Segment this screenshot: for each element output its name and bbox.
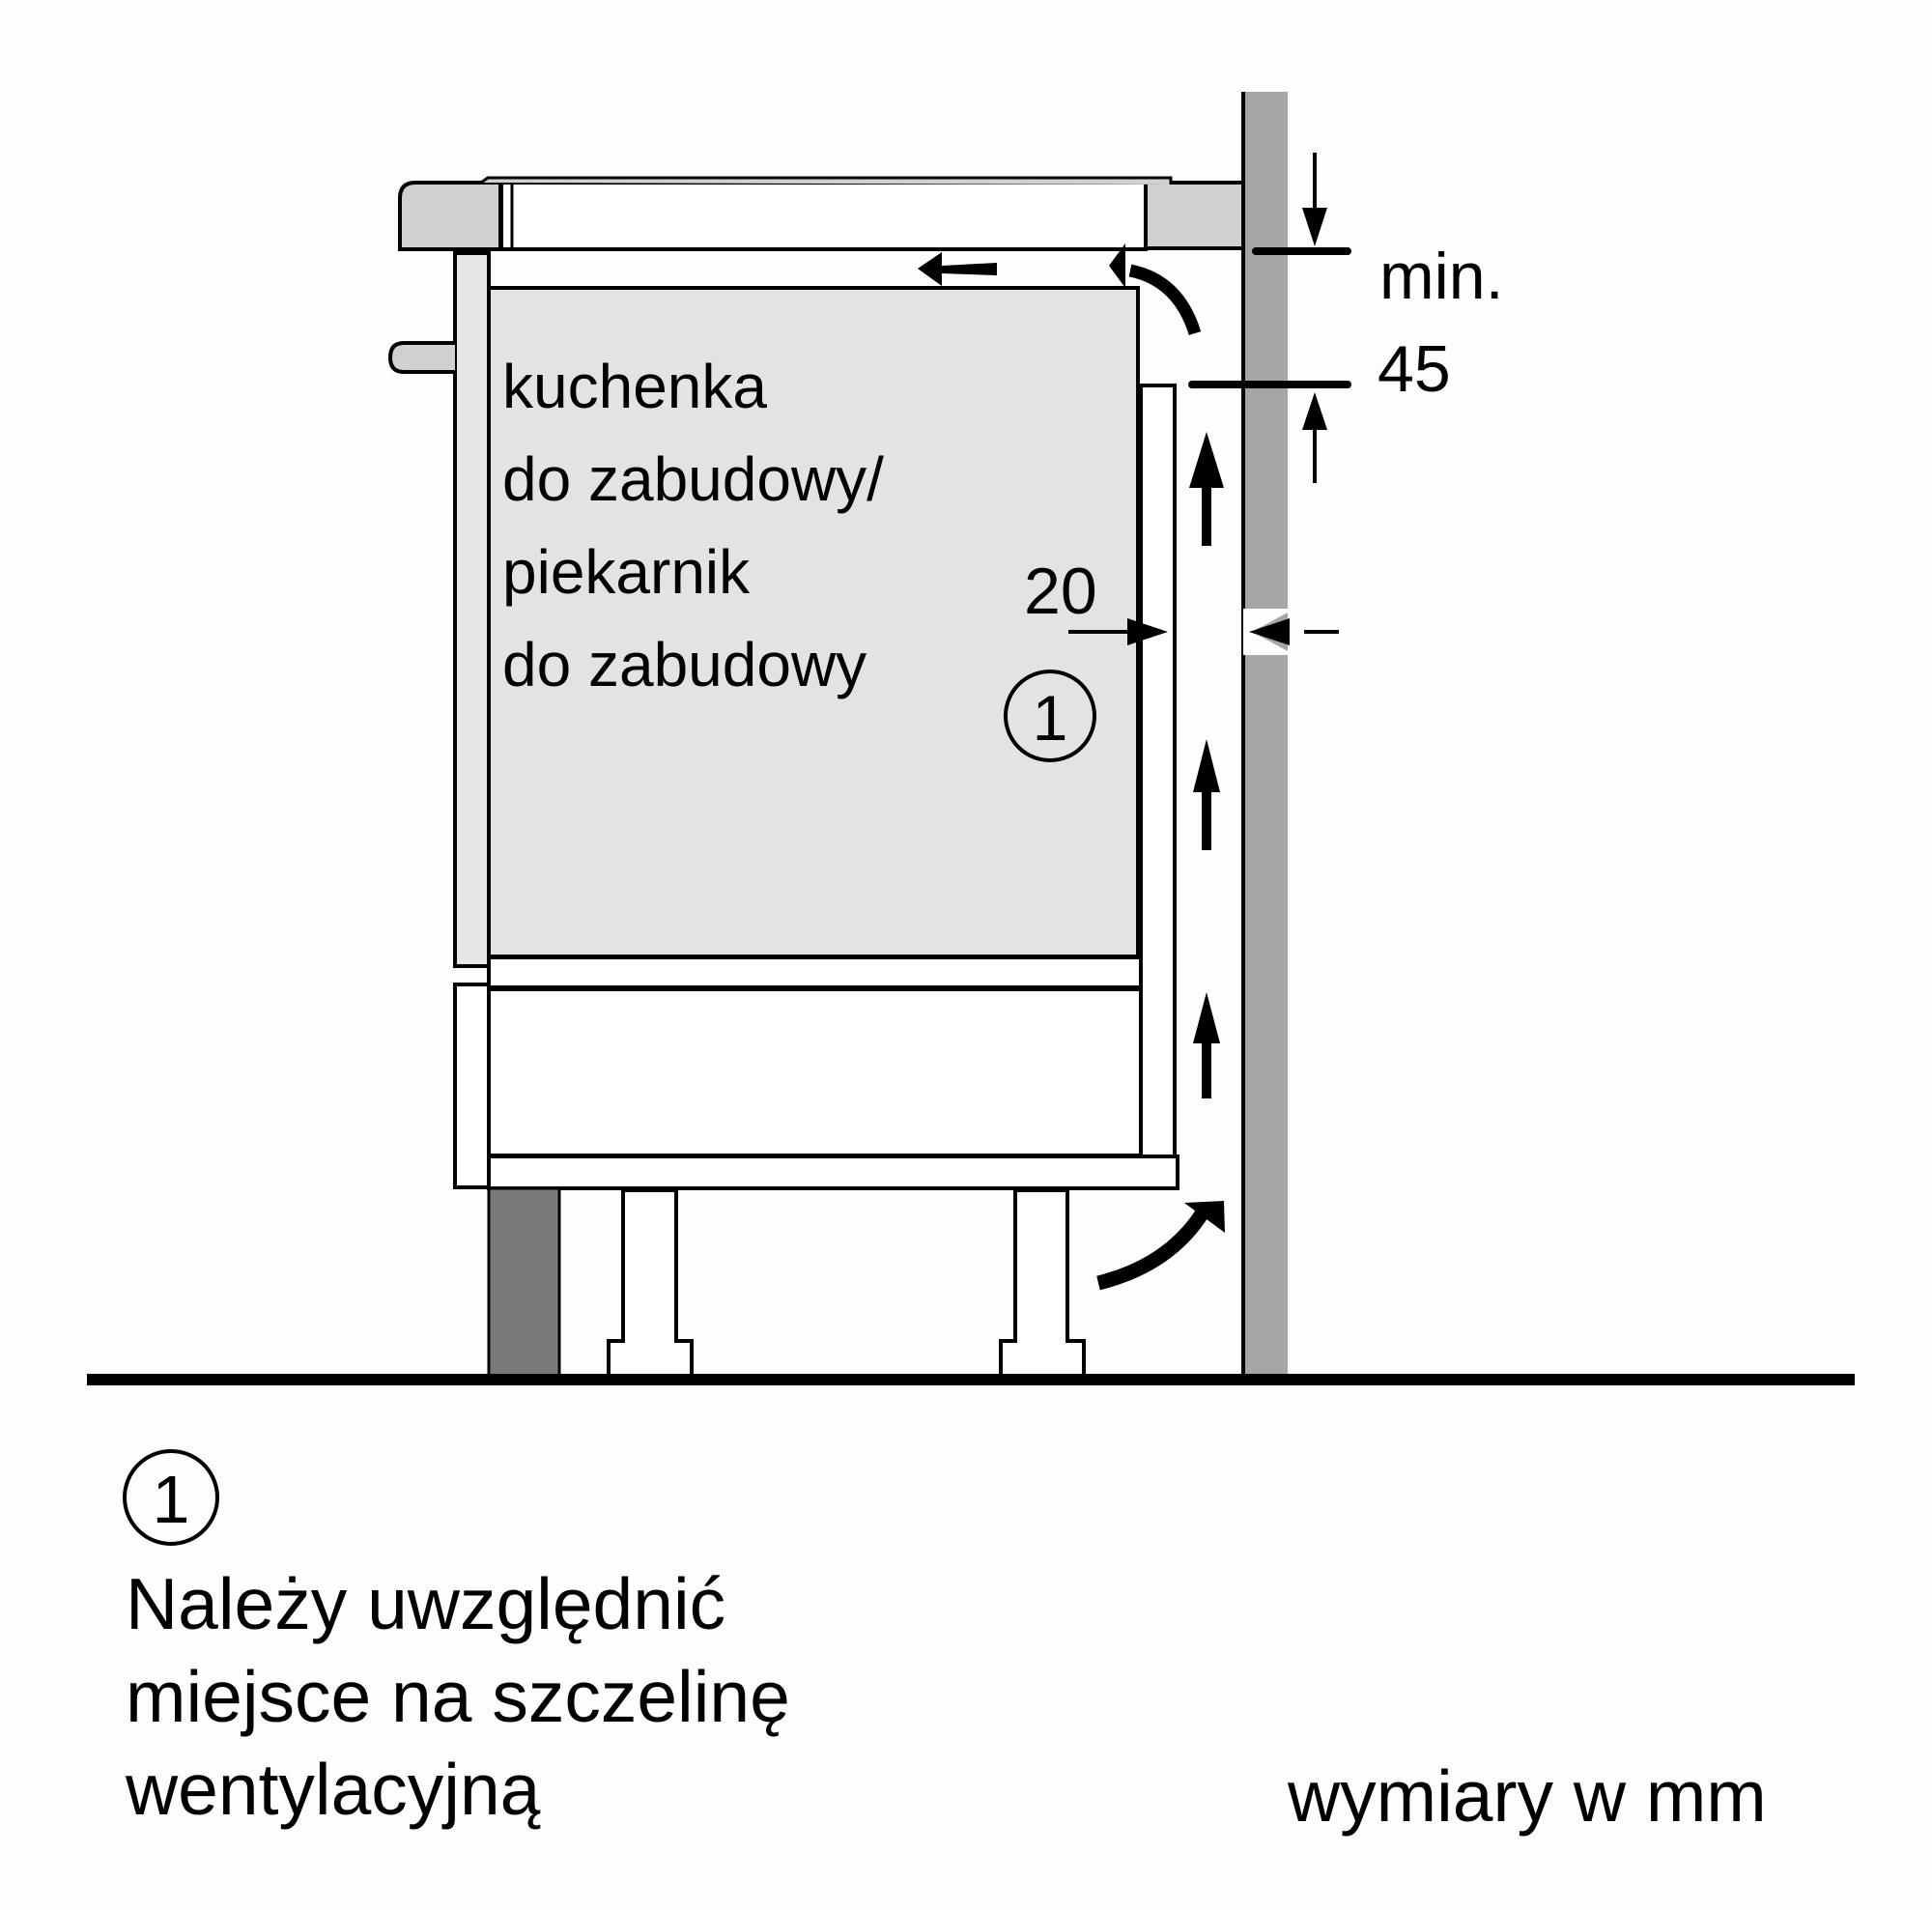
oven-label: kuchenka do zabudowy/ piekarnik do zabud… (502, 340, 884, 711)
oven-body (487, 286, 1140, 958)
countertop-left (398, 181, 502, 251)
oven-label-line: do zabudowy/ (502, 444, 884, 514)
arrow-up-icon (1193, 992, 1220, 1098)
dimension-top-prefix: min. (1379, 240, 1504, 313)
hob (480, 176, 1173, 251)
leg-left (607, 1188, 694, 1380)
footnote-text: Należy uwzględnić miejsce na szczelinę w… (126, 1557, 790, 1836)
floor-line (87, 1374, 1855, 1385)
footnote-marker: 1 (123, 1449, 219, 1546)
arrow-bottom-inlet-icon (1096, 1201, 1225, 1291)
base-shelf (487, 1155, 1179, 1190)
drawer-front-panel (453, 983, 491, 1189)
dimension-side-value: 20 (1024, 555, 1097, 628)
oven-label-line: kuchenka (502, 352, 767, 421)
arrow-up-icon (1189, 432, 1224, 546)
wall (1241, 92, 1288, 1380)
arrow-up-icon (1193, 739, 1220, 850)
dimension-top-value: 45 (1378, 332, 1451, 406)
oven-label-line: do zabudowy (502, 630, 867, 699)
oven-bottom-strip (487, 955, 1146, 989)
leg-right (999, 1188, 1086, 1380)
oven-label-line: piekarnik (502, 537, 751, 607)
airflow-arrows (918, 243, 1225, 1291)
footnote-line: Należy uwzględnić (126, 1563, 726, 1644)
footnote-line: wentylacyjną (126, 1749, 541, 1830)
dimension-side-gap (1068, 609, 1339, 655)
callout-marker: 1 (1004, 670, 1096, 762)
cabinet-side-panel (1139, 384, 1177, 1158)
units-note: wymiary w mm (1288, 1755, 1767, 1837)
oven-door-panel (453, 251, 491, 968)
plinth (487, 1186, 561, 1380)
oven-handle (387, 341, 455, 374)
arrow-left-icon (918, 252, 997, 286)
footnote-line: miejsce na szczelinę (126, 1656, 790, 1737)
arrow-top-curve-icon (1109, 243, 1202, 336)
countertop-right (1144, 181, 1245, 250)
dimension-top-gap (1188, 153, 1351, 483)
drawer (487, 987, 1143, 1157)
